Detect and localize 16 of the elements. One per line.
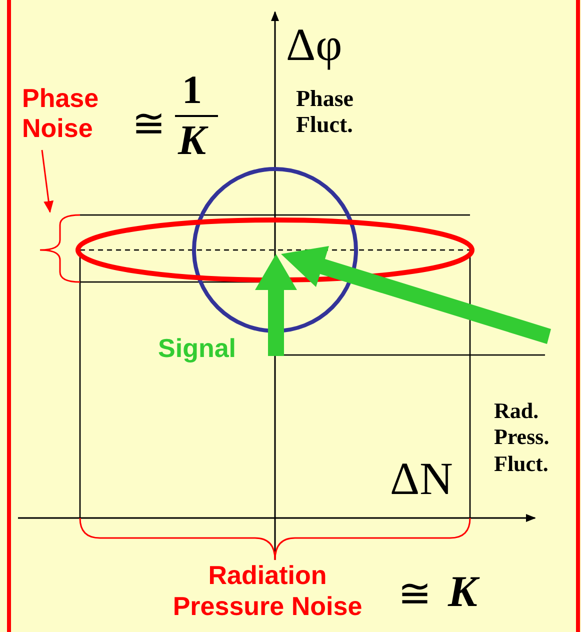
- noise-ellipse: [76, 218, 474, 282]
- formula-denominator: K: [178, 120, 206, 162]
- axis-caption: Rad. Press. Fluct.: [494, 398, 550, 478]
- axis-caption: Phase Fluct.: [296, 86, 354, 139]
- approx-sign: ≅: [132, 104, 166, 144]
- axis-label: ΔN: [390, 456, 453, 502]
- approx-sign: ≅: [398, 574, 432, 614]
- noise-label: Radiation Pressure Noise: [172, 560, 364, 622]
- noise-circle: [192, 167, 358, 333]
- curly-brace: [39, 214, 80, 283]
- formula-value: K: [448, 570, 478, 614]
- formula-numerator: 1: [182, 70, 202, 110]
- noise-label: Phase Noise: [22, 84, 122, 144]
- leader-line: [41, 150, 54, 213]
- axis-label: Δφ: [286, 22, 342, 68]
- signal-label: Signal: [158, 334, 236, 364]
